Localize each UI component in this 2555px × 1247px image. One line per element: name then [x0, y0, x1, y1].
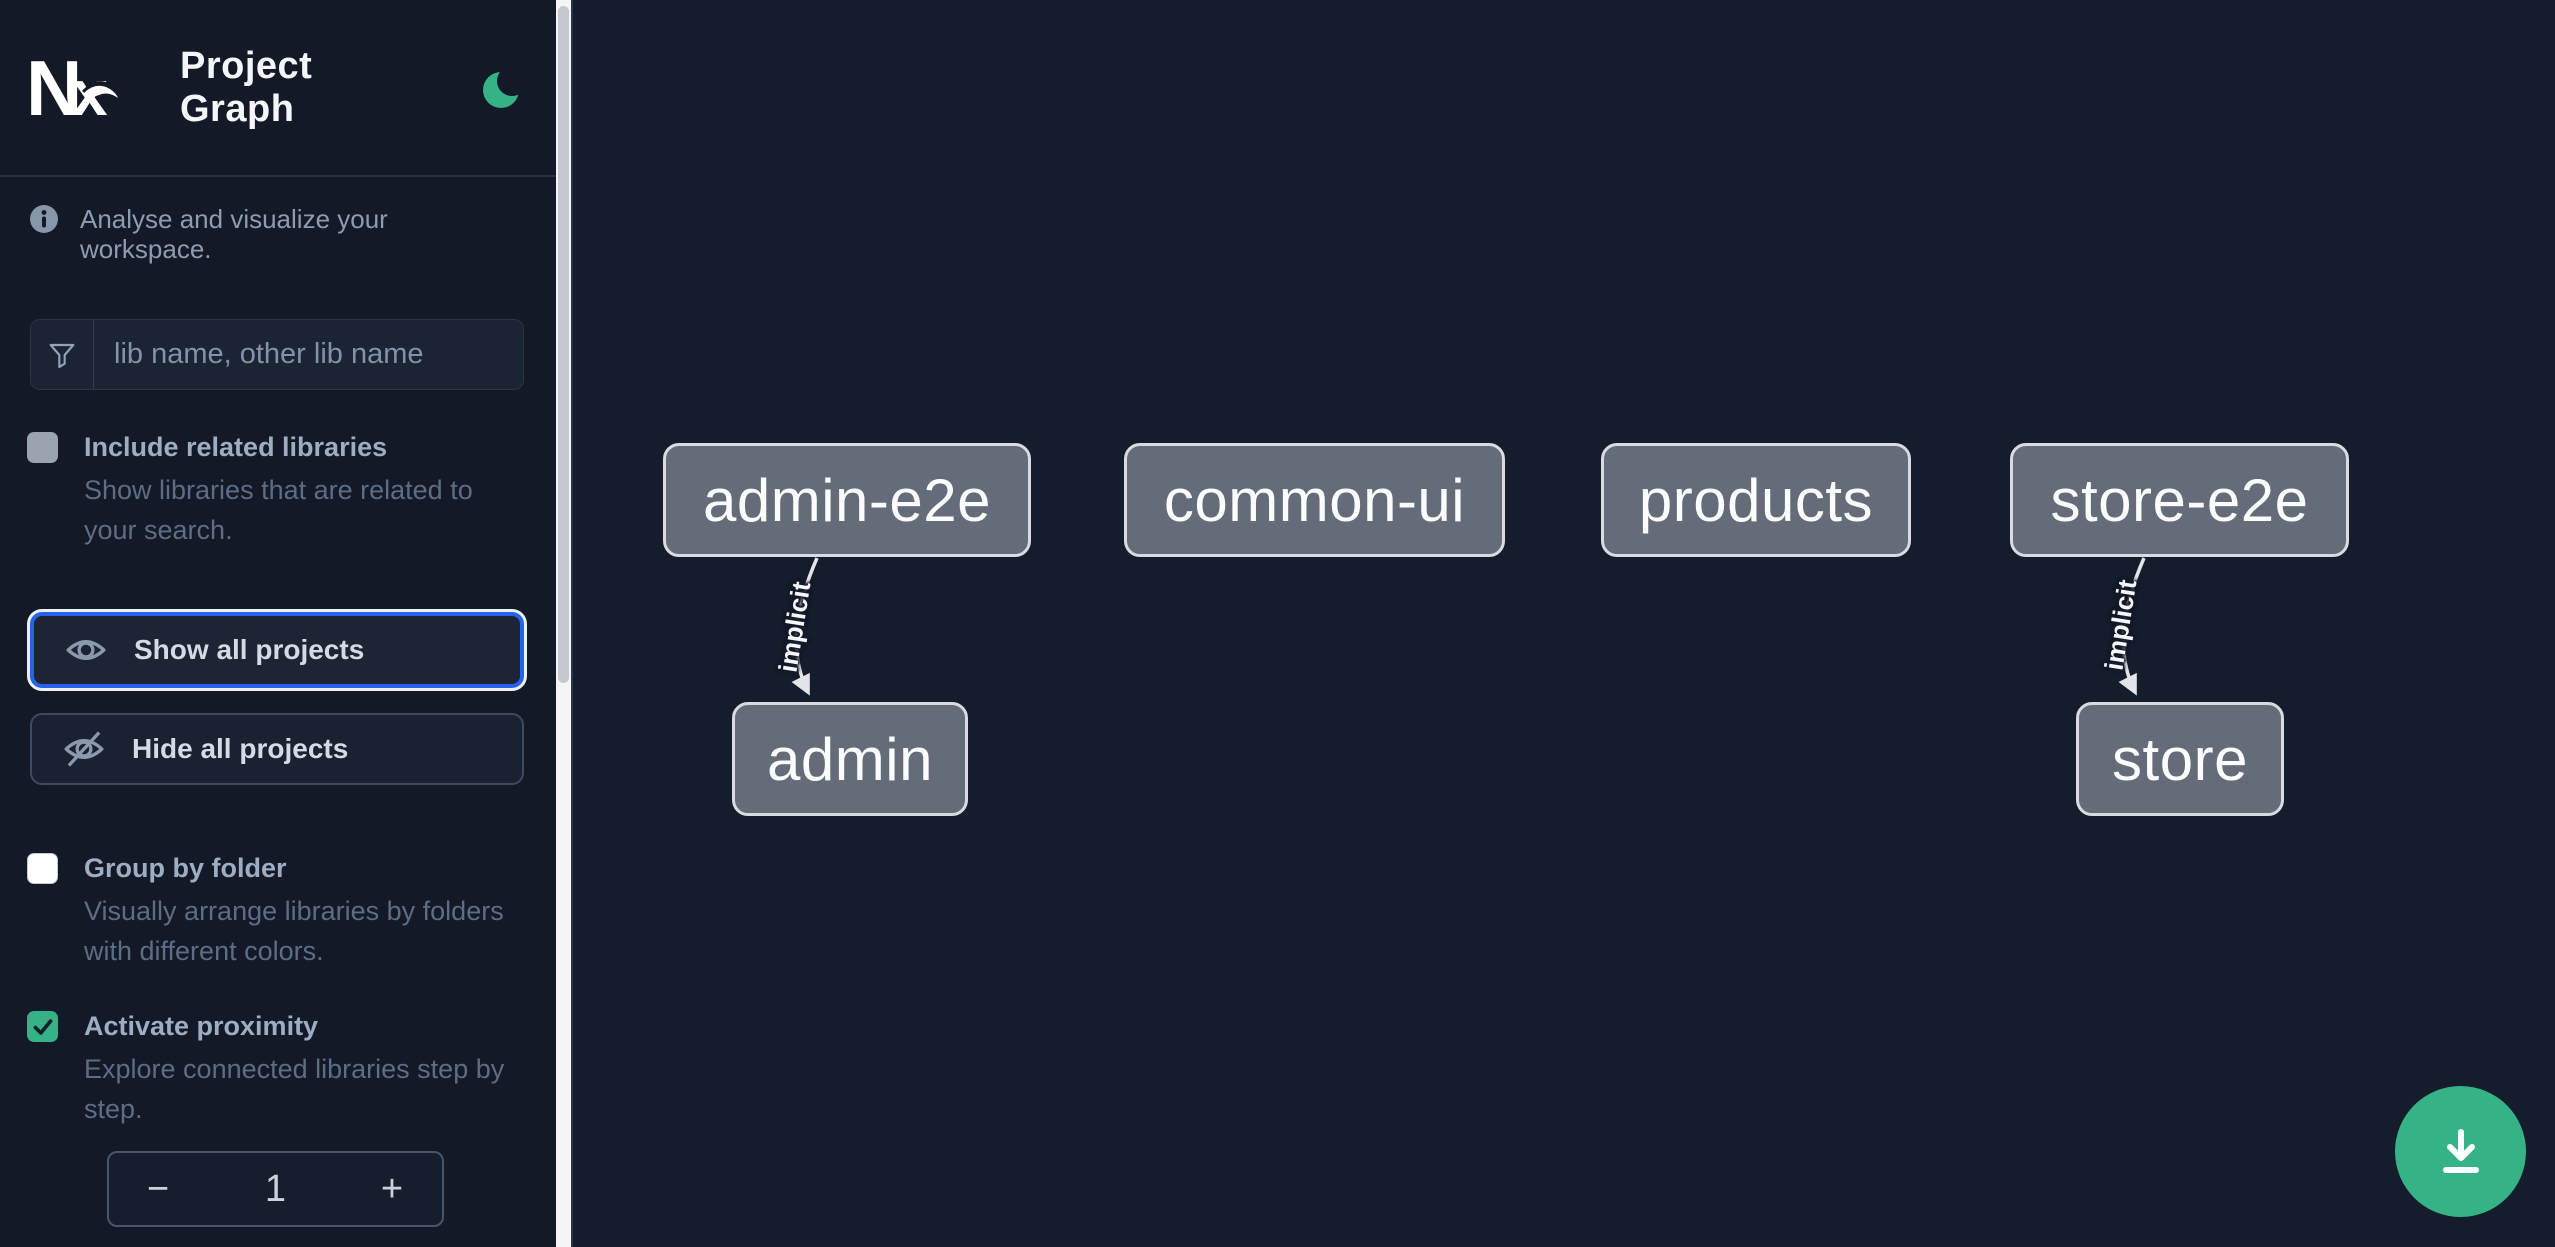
include-related-checkbox[interactable]	[27, 432, 58, 463]
project-graph-canvas[interactable]: admin-e2e common-ui products store-e2e a…	[575, 0, 2555, 1247]
tagline-text: Analyse and visualize your workspace.	[80, 204, 388, 264]
include-related-label[interactable]: Include related libraries	[84, 432, 388, 462]
info-icon	[30, 205, 58, 233]
sidebar-header: N x Project Graph	[0, 0, 556, 177]
eye-icon	[66, 640, 106, 660]
funnel-filter-icon	[49, 343, 75, 368]
activate-proximity-checkbox[interactable]	[27, 1011, 58, 1042]
group-by-folder-option: Group by folder Visually arrange librari…	[0, 851, 524, 971]
group-by-folder-label[interactable]: Group by folder	[84, 853, 287, 883]
proximity-depth-stepper: − 1 +	[107, 1151, 444, 1227]
proximity-depth-value[interactable]: 1	[264, 1167, 287, 1210]
graph-node-admin[interactable]: admin	[732, 702, 968, 816]
filter-icon-cell	[31, 320, 94, 389]
activate-proximity-option: Activate proximity Explore connected lib…	[0, 1009, 524, 1129]
group-by-folder-checkbox[interactable]	[27, 853, 58, 884]
checkmark-icon	[33, 1018, 52, 1035]
sidebar-scrollbar-track[interactable]	[556, 0, 573, 1247]
hide-all-projects-label: Hide all projects	[132, 733, 349, 764]
download-graph-button[interactable]	[2395, 1086, 2526, 1217]
download-icon	[2442, 1128, 2479, 1173]
graph-node-store[interactable]: store	[2076, 702, 2284, 816]
decrement-button[interactable]: −	[109, 1153, 207, 1225]
nx-logo-icon: N x	[30, 53, 122, 123]
search-input[interactable]	[94, 320, 523, 389]
group-by-folder-description: Visually arrange libraries by folders wi…	[84, 896, 504, 966]
show-all-projects-label: Show all projects	[134, 634, 365, 665]
page-title: Project Graph	[180, 44, 313, 130]
filter-input-group	[30, 319, 524, 390]
edge-admin-e2e-to-admin	[791, 557, 819, 696]
graph-edges	[791, 557, 2146, 696]
sidebar: N x Project Graph Analyse and visualize …	[0, 0, 556, 1247]
graph-node-admin-e2e[interactable]: admin-e2e	[663, 443, 1031, 557]
increment-button[interactable]: +	[344, 1153, 440, 1225]
sidebar-scrollbar-thumb[interactable]	[558, 6, 569, 683]
show-all-projects-button[interactable]: Show all projects	[30, 612, 524, 688]
include-related-option: Include related libraries Show libraries…	[0, 430, 524, 550]
moon-icon	[483, 65, 527, 108]
graph-node-common-ui[interactable]: common-ui	[1124, 443, 1505, 557]
activate-proximity-label[interactable]: Activate proximity	[84, 1011, 319, 1041]
svg-text:N: N	[30, 53, 78, 123]
tagline-row: Analyse and visualize your workspace.	[0, 204, 556, 264]
hide-all-projects-button[interactable]: Hide all projects	[30, 713, 524, 785]
activate-proximity-description: Explore connected libraries step by step…	[84, 1054, 505, 1124]
eye-off-icon	[64, 731, 104, 767]
include-related-description: Show libraries that are related to your …	[84, 475, 473, 545]
graph-node-products[interactable]: products	[1601, 443, 1911, 557]
graph-node-store-e2e[interactable]: store-e2e	[2010, 443, 2349, 557]
dark-mode-toggle[interactable]	[480, 65, 527, 111]
edge-store-e2e-to-store	[2118, 557, 2146, 696]
